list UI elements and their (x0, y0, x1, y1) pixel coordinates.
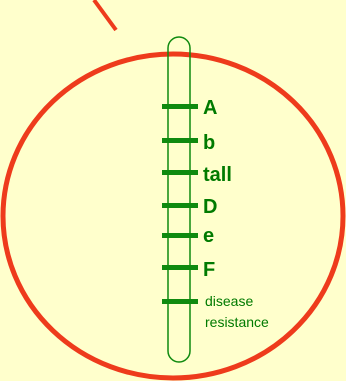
locus-label-e: e (203, 225, 214, 247)
cell-outline (3, 54, 343, 378)
locus-band-a (162, 104, 198, 109)
cell-stalk-line (94, 0, 116, 30)
locus-band-tall (162, 170, 198, 175)
locus-label-f: F (203, 259, 215, 281)
trait-label-line2: resistance (205, 314, 269, 330)
locus-band-d (162, 203, 198, 208)
locus-band-b (162, 138, 198, 143)
locus-label-b: b (203, 132, 215, 154)
locus-band-e (162, 233, 198, 238)
trait-label-line1: disease (205, 293, 253, 309)
locus-label-d: D (203, 196, 217, 218)
chromosome-body (168, 37, 190, 362)
locus-band-f (162, 265, 198, 270)
locus-label-a: A (203, 97, 217, 119)
locus-label-tall: tall (203, 164, 232, 186)
locus-band-disease-resistance (162, 299, 198, 304)
